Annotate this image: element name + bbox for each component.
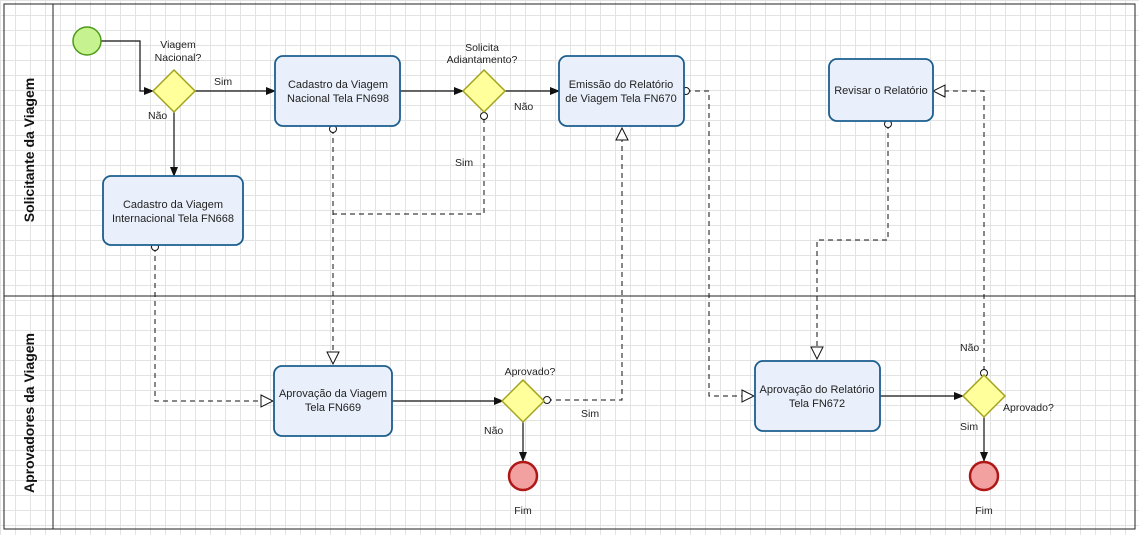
gateway-aprovado-1-label: Aprovado?	[505, 366, 556, 378]
task-aprovacao-relatorio-line-1: Aprovação do Relatório	[760, 384, 875, 396]
flow-label-sim-adiantamento: Sim	[455, 157, 473, 169]
gateway-aprovado-2[interactable]	[961, 373, 1007, 419]
flow-label-nao-adiantamento: Não	[514, 101, 533, 113]
gateway-viagem-nacional[interactable]	[151, 68, 197, 114]
task-cadastro-internacional-line-1: Cadastro da Viagem	[123, 199, 223, 211]
flow-label-nao-nacional: Não	[148, 110, 167, 122]
end-event-2-label: Fim	[975, 505, 993, 517]
sequence-flows	[101, 40, 988, 462]
pool	[3, 3, 1136, 530]
task-revisar-relatorio-line-1: Revisar o Relatório	[834, 85, 928, 97]
msg-internacional-to-aprovacao	[154, 247, 273, 401]
message-flows	[154, 90, 985, 401]
task-cadastro-internacional-line-2: Internacional Tela FN668	[112, 213, 234, 225]
msg-revisar-to-aprovacao-relatorio	[817, 124, 889, 359]
msg-adiantamento-sim-to-aprovacao	[333, 118, 485, 215]
task-aprovacao-viagem[interactable]: Aprovação da Viagem Tela FN669	[273, 365, 393, 437]
task-emissao-relatorio-line-1: Emissão do Relatório	[569, 79, 674, 91]
flow-start-to-gateway	[101, 40, 154, 95]
start-event[interactable]	[72, 26, 102, 56]
task-emissao-relatorio[interactable]: Emissão do Relatório de Viagem Tela FN67…	[558, 55, 685, 127]
flow-label-sim-nacional: Sim	[214, 76, 232, 88]
msg-aprovado-nao-to-revisar	[933, 91, 985, 371]
gateway-viagem-nacional-label-2: Nacional?	[155, 52, 202, 64]
lane-label-aprovadores: Aprovadores da Viagem	[21, 333, 37, 493]
flow-label-sim-aprovado-1: Sim	[581, 408, 599, 420]
lane-label-solicitante: Solicitante da Viagem	[21, 78, 37, 222]
task-cadastro-internacional[interactable]: Cadastro da Viagem Internacional Tela FN…	[102, 175, 244, 246]
end-event-2[interactable]	[968, 460, 1000, 492]
gateway-aprovado-1[interactable]	[500, 378, 546, 424]
msg-emissao-to-aprovacao-relatorio	[686, 90, 754, 396]
task-aprovacao-relatorio[interactable]: Aprovação do Relatório Tela FN672	[754, 360, 881, 432]
task-emissao-relatorio-line-2: de Viagem Tela FN670	[565, 93, 677, 105]
task-aprovacao-viagem-line-1: Aprovação da Viagem	[279, 388, 387, 400]
task-aprovacao-viagem-line-2: Tela FN669	[305, 402, 361, 414]
task-cadastro-nacional-line-2: Nacional Tela FN698	[287, 93, 389, 105]
flow-label-sim-aprovado-2: Sim	[960, 421, 978, 433]
task-revisar-relatorio[interactable]: Revisar o Relatório	[828, 58, 934, 122]
gateway-adiantamento-label-2: Adiantamento?	[447, 54, 518, 66]
end-event-1[interactable]	[507, 460, 539, 492]
message-origins	[151, 87, 988, 404]
flow-label-nao-aprovado-1: Não	[484, 425, 503, 437]
gateway-viagem-nacional-label-1: Viagem	[160, 39, 196, 51]
task-cadastro-nacional[interactable]: Cadastro da Viagem Nacional Tela FN698	[274, 55, 401, 127]
gateway-aprovado-2-label: Aprovado?	[1003, 402, 1054, 414]
task-cadastro-nacional-line-1: Cadastro da Viagem	[288, 79, 388, 91]
flow-label-nao-aprovado-2: Não	[960, 342, 979, 354]
end-event-1-label: Fim	[514, 505, 532, 517]
gateway-solicita-adiantamento[interactable]	[461, 68, 507, 114]
task-aprovacao-relatorio-line-2: Tela FN672	[789, 398, 845, 410]
msg-aprovado-sim-to-emissao	[547, 128, 622, 401]
gateway-adiantamento-label-1: Solicita	[465, 42, 499, 54]
